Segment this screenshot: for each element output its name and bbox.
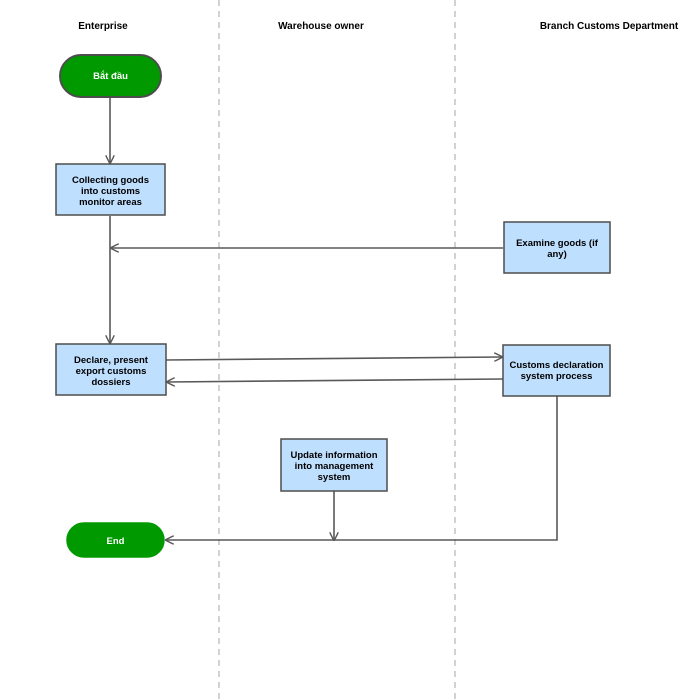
- lane-title-warehouse-owner: Warehouse owner: [278, 21, 364, 32]
- collect-goods-label-line-1: Collecting goods: [72, 175, 149, 186]
- examine-goods-label-line-2: any): [547, 249, 567, 260]
- declare-dossiers-label-line-1: Declare, present: [74, 355, 149, 366]
- edge-declare-to-process: [165, 357, 502, 360]
- examine-goods-node[interactable]: Examine goods (if any): [503, 221, 611, 274]
- update-information-label-line-3: system: [318, 472, 351, 483]
- customs-process-label-line-2: system process: [521, 371, 593, 382]
- edge-process-to-end: [166, 396, 558, 540]
- collect-goods-node[interactable]: Collecting goods into customs monitor ar…: [55, 163, 166, 216]
- update-information-label-line-1: Update information: [290, 450, 377, 461]
- examine-goods-box: [503, 221, 611, 274]
- customs-process-node[interactable]: Customs declaration system process: [502, 344, 611, 397]
- collect-goods-label-line-2: into customs: [81, 186, 140, 197]
- update-information-label-line-2: into management: [295, 461, 374, 472]
- update-information-box: [280, 438, 388, 492]
- lane-title-branch-customs-department: Branch Customs Department: [540, 21, 679, 32]
- declare-dossiers-label-line-2: export customs: [76, 366, 147, 377]
- edge-process-to-declare: [167, 379, 504, 382]
- update-information-node[interactable]: Update information into management syste…: [280, 438, 388, 492]
- end-terminal[interactable]: End: [66, 522, 165, 558]
- collect-goods-box: [55, 163, 166, 216]
- declare-dossiers-label-line-3: dossiers: [91, 377, 130, 388]
- start-terminal-label: Bắt đầu: [93, 70, 128, 82]
- start-terminal[interactable]: Bắt đầu: [59, 54, 162, 98]
- declare-dossiers-node[interactable]: Declare, present export customs dossiers: [55, 343, 167, 396]
- customs-process-box: [502, 344, 611, 397]
- examine-goods-label-line-1: Examine goods (if: [516, 238, 599, 249]
- end-terminal-label: End: [107, 536, 125, 547]
- declare-dossiers-box: [55, 343, 167, 396]
- lane-title-enterprise: Enterprise: [78, 21, 128, 32]
- collect-goods-label-line-3: monitor areas: [79, 197, 142, 208]
- customs-process-label-line-1: Customs declaration: [510, 360, 604, 371]
- end-terminal-shape: [66, 522, 165, 558]
- start-terminal-shape: [59, 54, 162, 98]
